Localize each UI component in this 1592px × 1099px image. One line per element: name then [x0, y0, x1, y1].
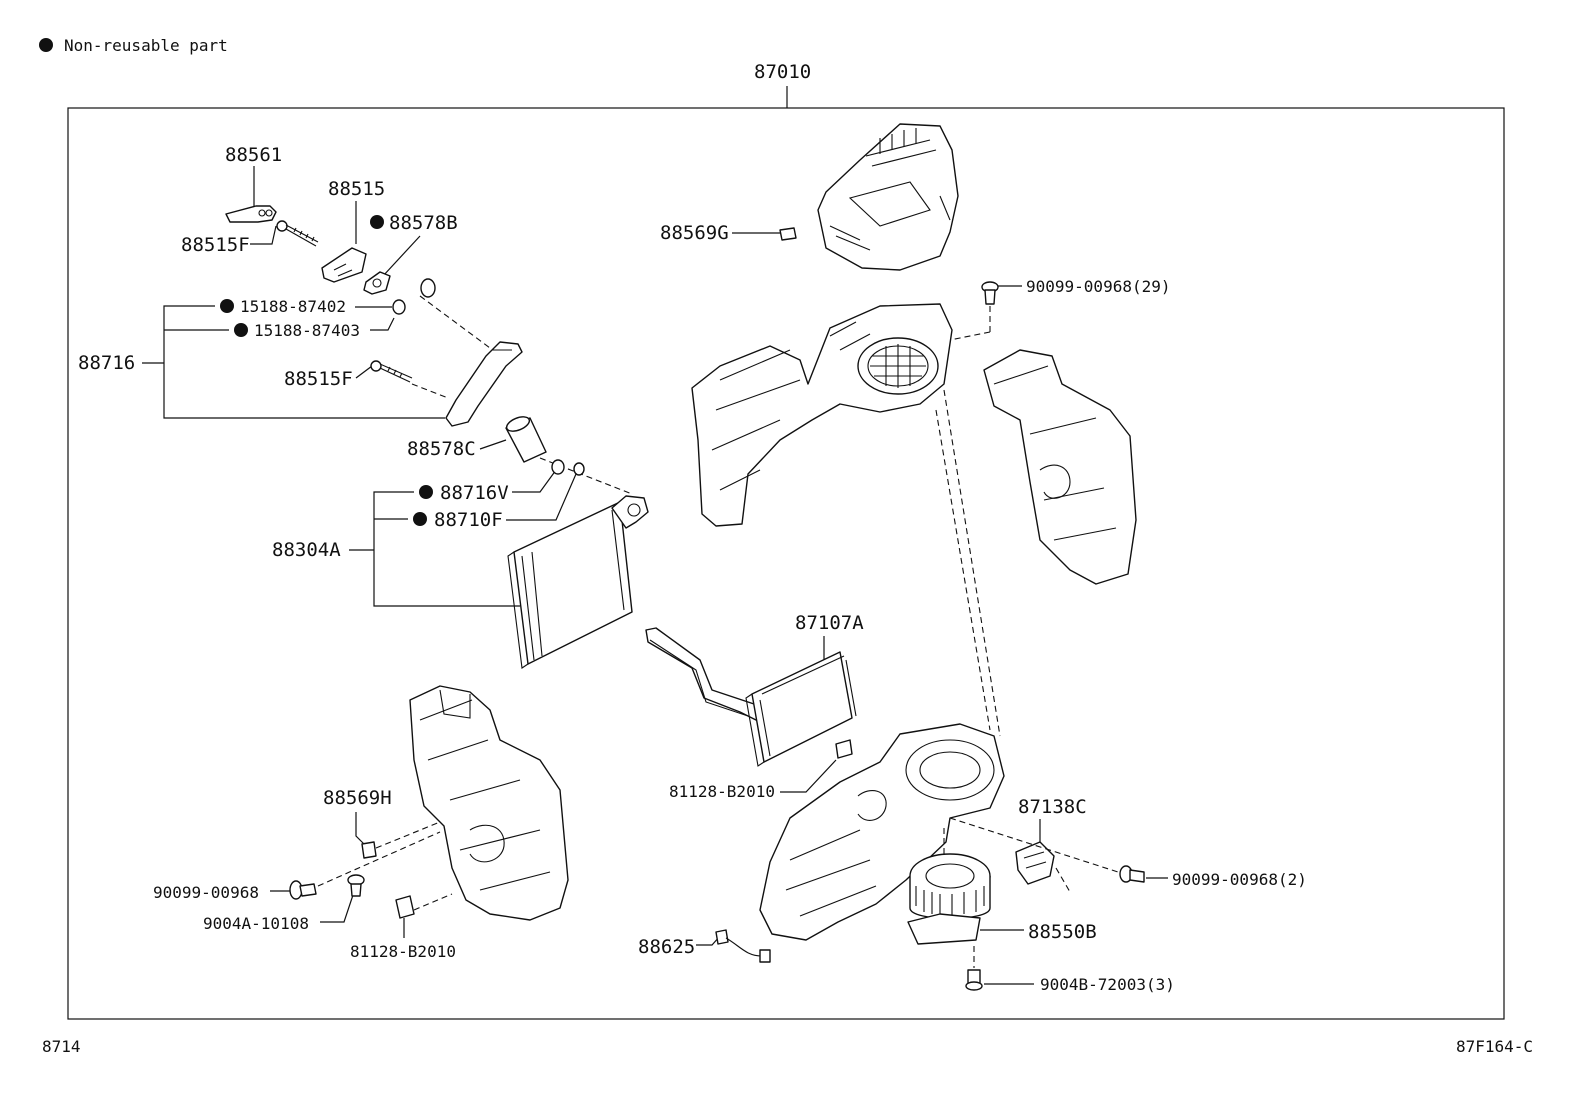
- label-90099-00968-29[interactable]: 90099-00968(29): [1026, 277, 1171, 296]
- clip-81128-B2010-left-icon: [395, 895, 415, 919]
- footer-right-code: 87F164-C: [1456, 1037, 1533, 1056]
- label-88625[interactable]: 88625: [638, 936, 695, 958]
- assembly-number[interactable]: 87010: [754, 61, 811, 83]
- label-87107A[interactable]: 87107A: [795, 612, 864, 634]
- non-reusable-marker-icon: [413, 512, 427, 526]
- label-9004B-72003-3[interactable]: 9004B-72003(3): [1040, 975, 1175, 994]
- label-88515[interactable]: 88515: [328, 178, 385, 200]
- screw-90099-2-icon: [1119, 865, 1145, 883]
- label-88716[interactable]: 88716: [78, 352, 135, 374]
- o-ring-15188-87402-icon: [392, 299, 406, 315]
- part-88716-pipe-icon: [445, 341, 523, 427]
- label-88550B[interactable]: 88550B: [1028, 921, 1097, 943]
- non-reusable-marker-icon: [234, 323, 248, 337]
- label-88515F-upper[interactable]: 88515F: [181, 234, 250, 256]
- label-88515F-lower[interactable]: 88515F: [284, 368, 353, 390]
- label-88304A[interactable]: 88304A: [272, 539, 341, 561]
- left-case-half-icon: [409, 685, 569, 921]
- label-15188-87403[interactable]: 15188-87403: [254, 321, 360, 340]
- label-81128-B2010-left[interactable]: 81128-B2010: [350, 942, 456, 961]
- part-88515-expansion-valve-icon: [321, 247, 367, 283]
- screw-9004A-10108-icon: [347, 874, 365, 897]
- label-81128-B2010-center[interactable]: 81128-B2010: [669, 782, 775, 801]
- side-duct-right-icon: [983, 349, 1137, 585]
- non-reusable-marker-icon: [39, 38, 53, 52]
- main-case-upper-icon: [691, 303, 953, 527]
- o-ring-icon: [420, 278, 436, 298]
- clip-88569G-icon: [779, 227, 797, 241]
- part-87107A-heater-core-icon: [645, 627, 857, 767]
- label-88569G[interactable]: 88569G: [660, 222, 729, 244]
- non-reusable-marker-icon: [419, 485, 433, 499]
- footer-left-code: 8714: [42, 1037, 81, 1056]
- part-88561-icon: [225, 205, 277, 223]
- part-87138C-resistor-icon: [1015, 841, 1055, 885]
- label-88578C[interactable]: 88578C: [407, 438, 476, 460]
- label-88578B[interactable]: 88578B: [389, 212, 458, 234]
- part-88625-sensor-icon: [715, 929, 771, 963]
- label-88710F[interactable]: 88710F: [434, 509, 503, 531]
- clip-81128-B2010-center-icon: [835, 739, 853, 759]
- blower-case-icon: [759, 723, 1005, 941]
- part-88578C-sleeve-icon: [505, 416, 547, 463]
- bolt-88515F-lower-icon: [370, 360, 413, 383]
- upper-air-duct-icon: [817, 123, 959, 271]
- legend-text: Non-reusable part: [64, 36, 228, 55]
- screw-90099-left-icon: [289, 880, 317, 900]
- label-90099-00968-2[interactable]: 90099-00968(2): [1172, 870, 1307, 889]
- non-reusable-marker-icon: [370, 215, 384, 229]
- label-15188-87402[interactable]: 15188-87402: [240, 297, 346, 316]
- assembly-frame: [67, 107, 1505, 1020]
- non-reusable-marker-icon: [220, 299, 234, 313]
- label-9004A-10108[interactable]: 9004A-10108: [203, 914, 309, 933]
- label-88569H[interactable]: 88569H: [323, 787, 392, 809]
- label-88561[interactable]: 88561: [225, 144, 282, 166]
- clip-88569H-icon: [361, 841, 377, 859]
- part-88304A-evaporator-icon: [507, 495, 649, 669]
- o-ring-88710F-icon: [573, 462, 585, 476]
- bolt-88515F-upper-icon: [276, 220, 319, 247]
- label-87138C[interactable]: 87138C: [1018, 796, 1087, 818]
- part-88550B-blower-motor-icon: [907, 853, 991, 945]
- screw-90099-29-icon: [981, 281, 999, 305]
- label-90099-00968-left[interactable]: 90099-00968: [153, 883, 259, 902]
- label-88716V[interactable]: 88716V: [440, 482, 509, 504]
- o-ring-88716V-icon: [551, 459, 565, 475]
- part-88578B-gasket-icon: [363, 271, 391, 295]
- screw-9004B-72003-icon: [965, 969, 983, 991]
